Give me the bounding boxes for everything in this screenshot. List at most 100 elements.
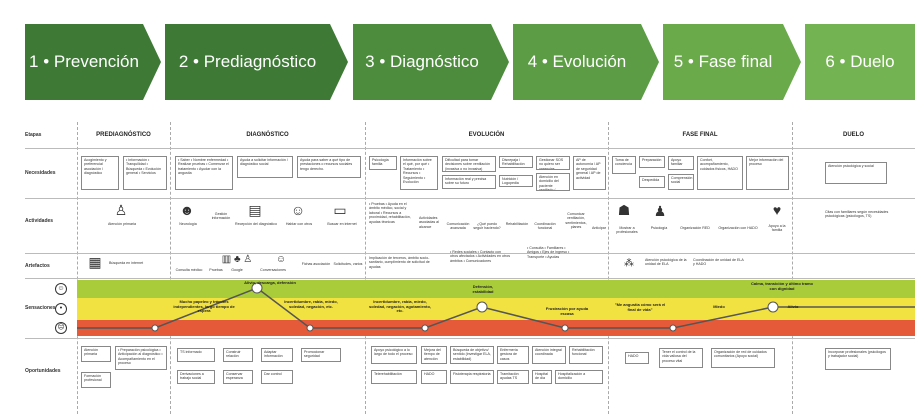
- emotion-point: [561, 324, 569, 332]
- opportunity-card: Dar control: [261, 370, 293, 384]
- emotion-label: Miedo: [713, 304, 725, 309]
- row-divider: [25, 338, 915, 339]
- emotion-label: Frustración por ayuda escasa: [545, 306, 589, 316]
- need-card: • Información • Tranquilidad • Búsqueda …: [123, 156, 167, 190]
- artifact-label: Conversaciones: [260, 268, 286, 272]
- need-card: Apoyo familiar: [668, 156, 694, 170]
- column-header: DUELO: [843, 132, 864, 138]
- need-card: Atención en domicilio del paciente venti…: [536, 173, 570, 191]
- need-card: Despedida: [639, 176, 665, 188]
- need-card: Atención psicológica y social: [825, 162, 887, 184]
- opportunity-card: Tener el control de la vida valiosa del …: [659, 348, 703, 368]
- row-divider: [25, 148, 915, 149]
- activity-label: Comunicar ventilación, sentimientos, pla…: [565, 212, 587, 230]
- need-card: Acogimiento y preferencial asociación / …: [81, 156, 119, 190]
- opportunity-card: Organización de red de cuidados comunita…: [711, 348, 775, 368]
- opportunity-card: Adaptar información: [261, 348, 293, 362]
- opportunity-card: Fisioterapia respiratoria: [450, 370, 494, 384]
- activity-label: ¿Qué puedo seguir haciendo?: [473, 222, 501, 231]
- emotion-point: [476, 301, 488, 313]
- emotion-label: Defensión, estabilidad: [472, 284, 494, 294]
- phase-prediagnostico: 2 • Prediagnóstico: [165, 24, 330, 100]
- artifact-label: • Redes sociales • Contacto con otros af…: [450, 250, 510, 263]
- phase-evolucion: 4 • Evolución: [513, 24, 641, 100]
- emotion-label: Alivio: [787, 304, 799, 309]
- column-header: DIAGNÓSTICO: [246, 132, 289, 138]
- row-label-oportunidades: Oportunidades: [25, 368, 61, 374]
- mood-band-negative: [77, 320, 915, 336]
- opportunity-card: Rehabilitación funcional: [569, 346, 603, 364]
- phase-arrow: [143, 24, 161, 100]
- phase-prevencion: 1 • Prevención: [25, 24, 143, 100]
- artifact-label: Google: [231, 268, 243, 272]
- emotion-label: Incertidumbre, rabia, miedo, soledad, ne…: [284, 299, 338, 309]
- need-card: Ayuda a solicitar información / diagnóst…: [237, 156, 293, 178]
- head-icon: ☻: [179, 202, 195, 218]
- need-card: Comprensión social: [668, 174, 694, 190]
- emotion-point: [306, 324, 314, 332]
- people-icon: ☺: [290, 202, 306, 218]
- phase-label: 4 • Evolución: [527, 52, 627, 71]
- phase-label: 2 • Prediagnóstico: [178, 52, 317, 71]
- emotion-point: [151, 324, 159, 332]
- emotion-label: "Me angustia cómo será el final de vida": [614, 302, 666, 312]
- activity-label: Rehabilitación: [505, 222, 529, 226]
- laptop-icon: ▭: [333, 201, 347, 218]
- opportunity-card: Apoyo psicológico a lo largo de todo el …: [371, 346, 417, 364]
- phase-label: 6 • Duelo: [825, 52, 895, 71]
- artifact-label: Pruebas: [209, 268, 223, 272]
- row-label-artefactos: Artefactos: [25, 263, 50, 269]
- column-header: FASE FINAL: [682, 132, 718, 138]
- emotion-label: Incertidumbre, rabia, miedo, soledad, ne…: [369, 299, 432, 314]
- phase-label: 3 • Diagnóstico: [365, 52, 479, 71]
- phase-arrow: [330, 24, 348, 100]
- opportunity-card: Tramitación ayudas TS: [497, 370, 529, 384]
- opportunity-card: Incorporar profesionales (psicólogos y t…: [825, 348, 891, 370]
- opportunity-card: Atención integral coordinada: [532, 346, 566, 364]
- activity-label: Recepción del diagnóstico: [235, 222, 277, 226]
- phase-label: 5 • Fase final: [673, 52, 773, 71]
- row-label-necesidades: Necesidades: [25, 170, 56, 176]
- artifact-label: Fichas asociación: [301, 262, 331, 266]
- need-card: Gestionar SOS no quiero ser urgencias: [536, 156, 570, 170]
- phase-label: 1 • Prevención: [29, 52, 139, 71]
- column-divider: [365, 122, 366, 414]
- activity-label: Organización RED: [680, 226, 710, 230]
- artifact-label: Atención psicológica de la unidad de ELA: [645, 258, 687, 267]
- opportunity-card: Mejora del tiempo de atención: [421, 346, 447, 364]
- opportunity-card: Telerehabilitación: [371, 370, 417, 384]
- emotion-point: [251, 282, 263, 294]
- phase-fase-final: 5 • Fase final: [663, 24, 783, 100]
- team-icon: ♟: [653, 202, 667, 219]
- opportunity-card: Promocionar seguridad: [301, 348, 341, 362]
- row-divider: [25, 253, 915, 254]
- emotion-point: [669, 324, 677, 332]
- need-card: Nutrición / Logopedia: [499, 175, 533, 187]
- opportunity-card: TS informado: [177, 348, 215, 362]
- artifact-label: Solicitudes, varios: [333, 262, 363, 266]
- column-divider: [792, 122, 793, 414]
- artifact-label: Coordinación de unidad de ELA y HADO: [693, 258, 744, 267]
- need-card: Confort, acompañamiento, cuidados físico…: [697, 156, 743, 190]
- column-header: EVOLUCIÓN: [468, 132, 505, 138]
- emotion-label: Mucho papeleo y trámites independientes,…: [173, 299, 235, 314]
- neutral-face-icon: •: [55, 303, 67, 315]
- column-divider: [170, 122, 171, 414]
- activity-label: Actividades asociadas al alcance: [419, 216, 439, 229]
- opportunity-card: Hospitalización a domicilio: [555, 370, 603, 384]
- activity-label: Mostrar a profesionales: [616, 226, 638, 235]
- need-card: Dificultad para tomar decisiones sobre v…: [442, 156, 496, 172]
- browser-icon: ▦: [88, 253, 102, 270]
- phase-arrow: [641, 24, 659, 100]
- artifact-label: Consulta médico: [175, 268, 203, 272]
- need-card: Información real y precisa sobre su futu…: [442, 175, 496, 189]
- emotion-point: [767, 301, 779, 313]
- activity-label: Comunicación avanzada: [446, 222, 470, 231]
- opportunity-card: Búsqueda de objetivo/ sentido (investiga…: [450, 346, 494, 364]
- emotion-line: [77, 287, 915, 329]
- phase-arrow: [491, 24, 509, 100]
- activity-label: Gestión información: [211, 212, 231, 221]
- activity-label: Neurología: [179, 222, 197, 226]
- artifact-label: • Consulta • Familiares • Amigos • Ejes …: [527, 246, 570, 259]
